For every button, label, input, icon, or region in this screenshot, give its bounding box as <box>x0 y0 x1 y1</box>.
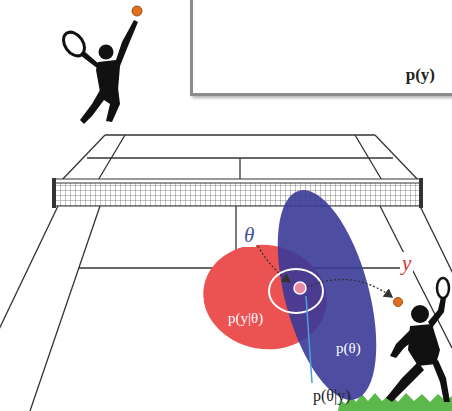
prior-ellipse: p(θ) <box>270 180 385 410</box>
prior-ellipse-outline <box>270 180 385 410</box>
ball-trajectory <box>307 279 392 297</box>
server-silhouette <box>59 6 142 124</box>
theta-pointer <box>258 246 290 282</box>
parameter-label: θ <box>242 224 256 247</box>
observation-label: y <box>400 252 413 275</box>
court-lines <box>0 135 452 411</box>
posterior-label: p(θ|y) <box>313 387 351 405</box>
node-text: p(y|θ) <box>228 310 263 327</box>
marginal-box: p(y) <box>190 0 452 96</box>
node-text: p(y) <box>406 65 435 85</box>
tennis-net <box>52 178 423 208</box>
estimate-dot <box>294 282 306 294</box>
node-text: p(θ) <box>336 340 361 357</box>
leader-line <box>306 296 312 383</box>
tennis-ball <box>394 298 403 307</box>
posterior-ellipse <box>269 269 323 313</box>
